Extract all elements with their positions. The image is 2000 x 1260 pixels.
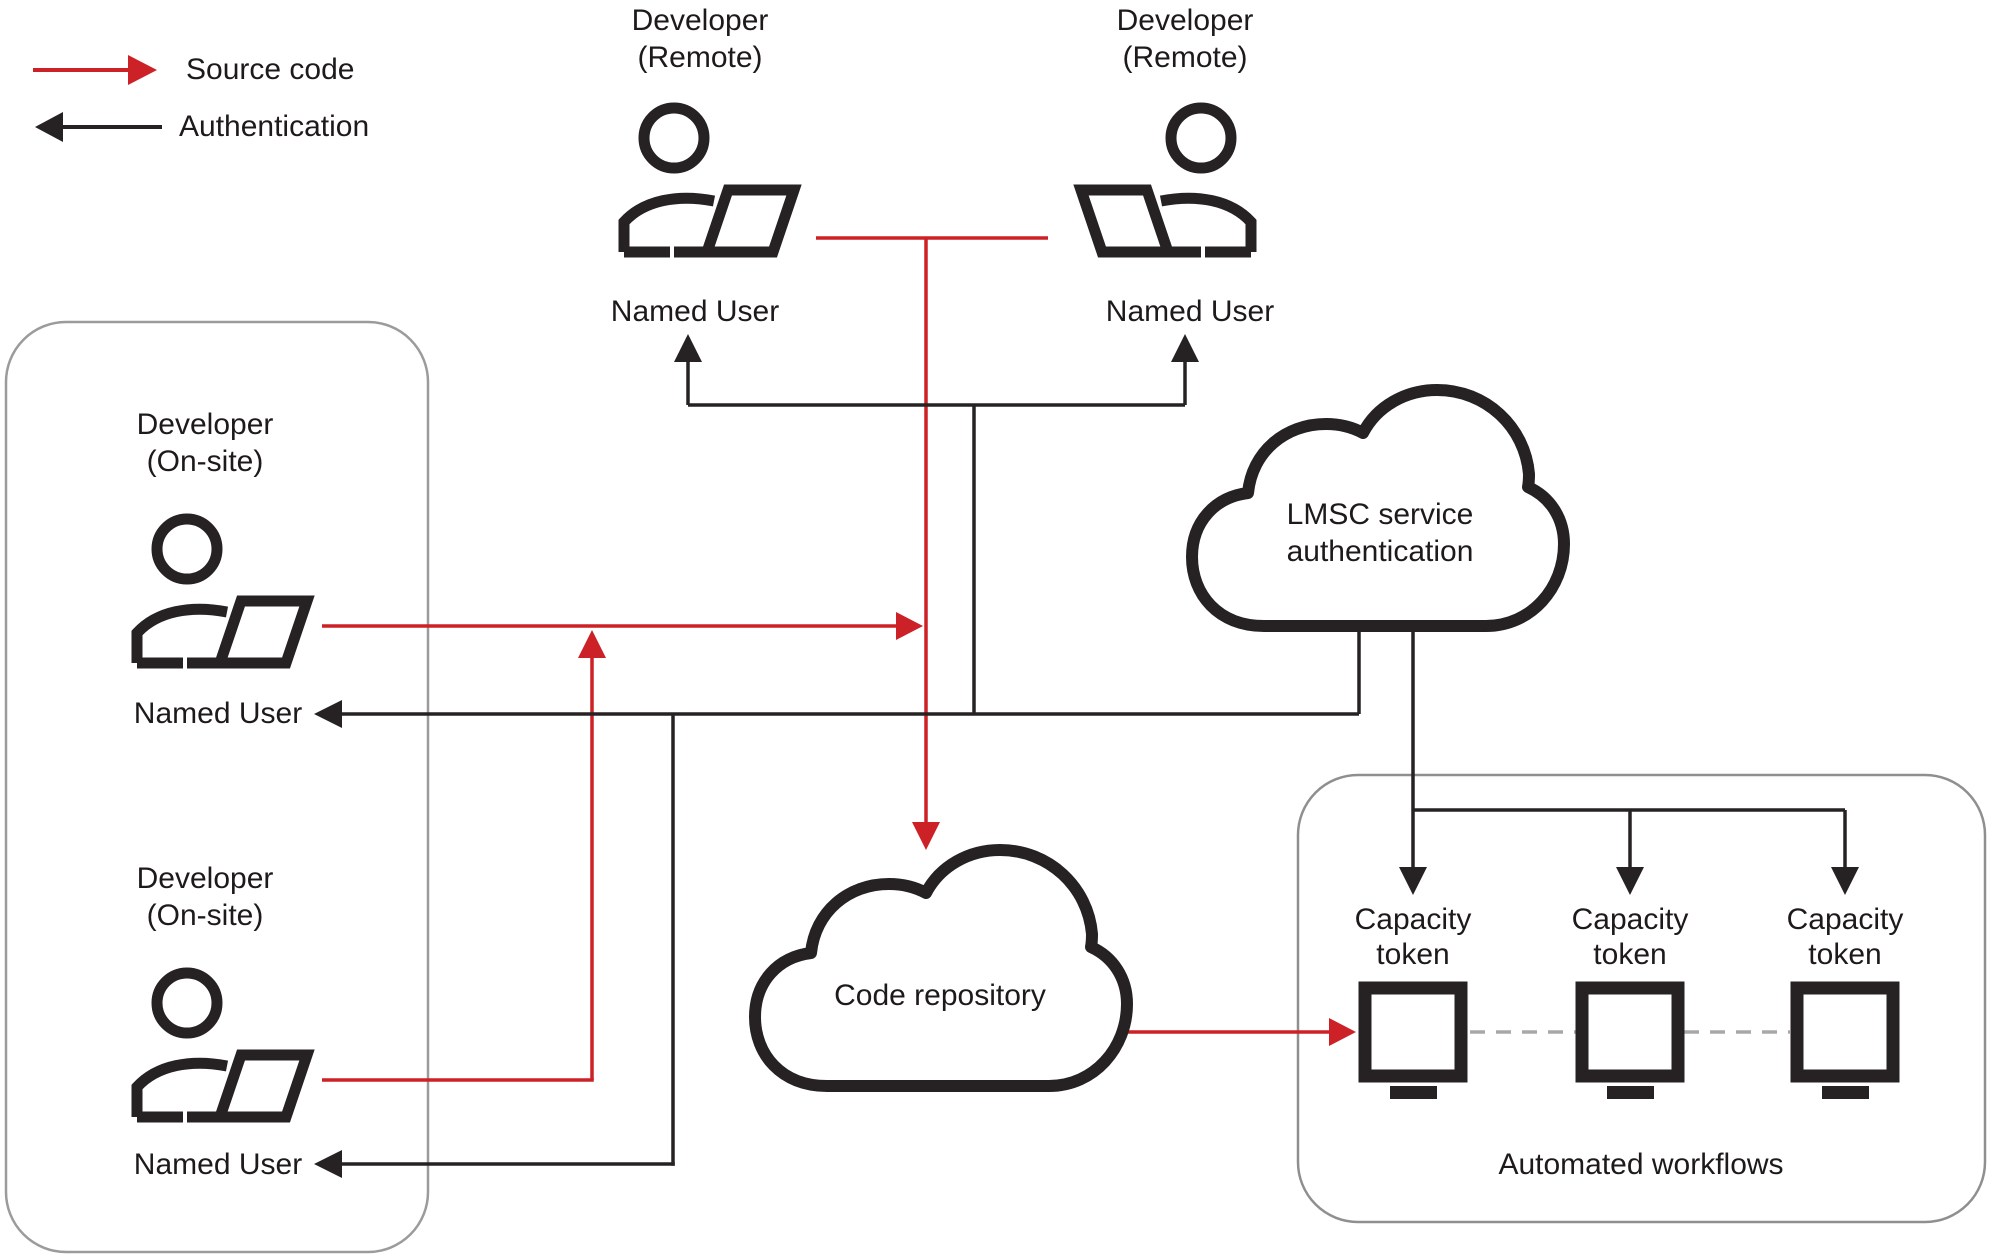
remote-developer-1-title: Developer — [631, 4, 769, 37]
onsite-developer-2-license: Named User — [133, 1148, 303, 1181]
arrowhead-into-monitor — [1329, 1018, 1356, 1046]
workflow-monitor-1 — [1358, 981, 1468, 1099]
remote-developer-1-subtitle: (Remote) — [637, 41, 763, 74]
onsite-group-panel — [4, 320, 430, 1254]
arrowhead-remote1-user — [674, 334, 702, 362]
arrowhead-onsite1-merge — [896, 612, 923, 640]
legend-authentication-label: Authentication — [179, 110, 370, 143]
remote-developer-2-subtitle: (Remote) — [1122, 41, 1248, 74]
code-repository-label: Code repository — [834, 979, 1046, 1012]
onsite-developer-2-icon — [137, 973, 307, 1117]
onsite-developer-1-icon — [137, 519, 307, 663]
authentication-wires — [340, 360, 1847, 1166]
legend-source-code-label: Source code — [186, 53, 355, 86]
automated-workflows-title: Automated workflows — [1498, 1148, 1784, 1181]
automated-workflows-panel — [1296, 773, 1987, 1224]
arrowhead-token2 — [1616, 867, 1644, 895]
remote-developer-1-license: Named User — [610, 295, 780, 328]
arrowhead-into-repo — [912, 822, 940, 850]
capacity-token-3-label-line2: token — [1808, 938, 1882, 971]
remote-developer-2-license: Named User — [1105, 295, 1275, 328]
lmsc-cloud-label-line2: authentication — [1286, 535, 1474, 568]
code-repository-cloud — [755, 850, 1127, 1086]
arrowhead-remote2-user — [1171, 334, 1199, 362]
onsite-developer-2-subtitle: (On-site) — [146, 899, 264, 932]
onsite-developer-1-title: Developer — [136, 408, 274, 441]
remote-developer-1-icon — [624, 108, 794, 252]
remote-developer-2-title: Developer — [1116, 4, 1254, 37]
source-code-arrowheads — [578, 612, 1356, 1046]
workflow-monitor-2 — [1575, 981, 1685, 1099]
authentication-arrowheads — [314, 334, 1859, 1178]
arrowhead-token1 — [1399, 867, 1427, 895]
onsite-developer-1-subtitle: (On-site) — [146, 445, 264, 478]
legend-source-code-arrow-icon — [33, 55, 157, 85]
arrowhead-onsite2-up — [578, 630, 606, 658]
lmsc-cloud-label-line1: LMSC service — [1286, 498, 1474, 531]
capacity-token-2-label-line2: token — [1593, 938, 1667, 971]
arrowhead-onsite1-user — [314, 700, 342, 728]
legend-authentication-arrow-icon — [35, 112, 162, 142]
capacity-token-2-label-line1: Capacity — [1571, 903, 1689, 936]
arrowhead-onsite2-user — [314, 1150, 342, 1178]
remote-developer-2-icon — [1081, 108, 1251, 252]
workflow-monitor-3 — [1790, 981, 1900, 1099]
capacity-token-3-label-line1: Capacity — [1786, 903, 1904, 936]
capacity-token-1-label-line1: Capacity — [1354, 903, 1472, 936]
onsite-developer-1-license: Named User — [133, 697, 303, 730]
onsite-developer-2-title: Developer — [136, 862, 274, 895]
arrowhead-token3 — [1831, 867, 1859, 895]
capacity-token-1-label-line2: token — [1376, 938, 1450, 971]
source-code-wires — [322, 236, 1332, 1082]
